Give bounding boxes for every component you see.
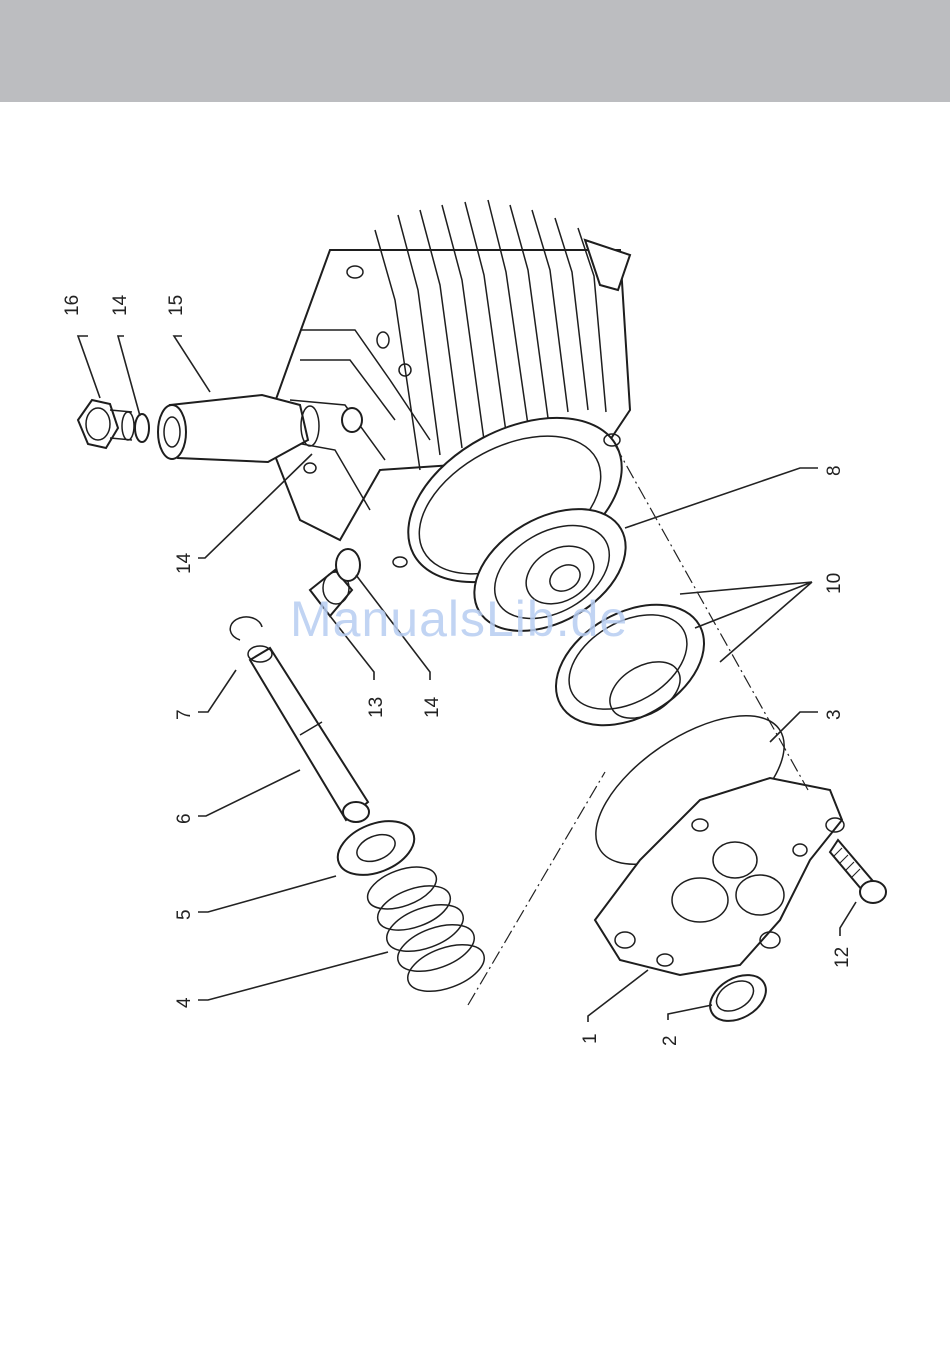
part-2-nut (702, 966, 774, 1031)
part-5-washer (330, 811, 422, 885)
callout-5: 5 (174, 909, 195, 920)
watermark-text: ManualsLib.de (290, 590, 628, 648)
callout-1: 1 (580, 1033, 601, 1044)
callout-6: 6 (174, 813, 195, 824)
exploded-pump-diagram: 16 14 15 14 8 10 7 13 14 3 6 5 12 4 1 2 (0, 102, 950, 1348)
callout-2: 2 (660, 1035, 681, 1046)
callout-12: 12 (832, 947, 853, 968)
callout-16: 16 (62, 295, 83, 316)
callout-8: 8 (824, 465, 845, 476)
part-14-oring-top (135, 414, 149, 442)
part-6-piston (248, 646, 369, 822)
callout-15: 15 (166, 295, 187, 316)
callout-13: 13 (366, 697, 387, 718)
part-4-spring (362, 859, 490, 1001)
part-7-circlip (230, 617, 262, 640)
callout-3: 3 (824, 709, 845, 720)
part-1-pump-head (595, 778, 844, 975)
header-band (0, 0, 950, 102)
part-12-screw (830, 840, 886, 903)
callout-14-mid: 14 (422, 696, 443, 718)
callout-14-left: 14 (174, 552, 195, 574)
callout-7: 7 (174, 709, 195, 720)
callout-14-top: 14 (110, 294, 131, 316)
callout-4: 4 (174, 997, 195, 1008)
axis-line-left (468, 772, 605, 1005)
callout-10: 10 (824, 573, 845, 594)
part-16-plug (78, 400, 134, 448)
